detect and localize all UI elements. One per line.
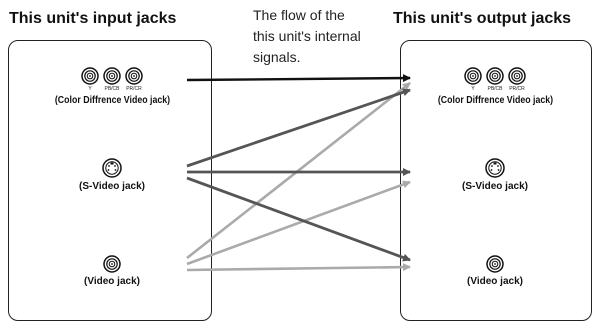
output-jack-pr: PR/CR: [508, 67, 526, 92]
arrow-video-to-svideo: [186, 180, 411, 266]
arrow-video-to-component: [186, 81, 411, 260]
svideo-jack-icon: [102, 158, 122, 178]
input-jacks-title: This unit's input jacks: [9, 10, 177, 27]
jack-sublabel: PR/CR: [509, 86, 525, 92]
jack-sublabel: PB/CB: [487, 86, 503, 92]
output-component-caption: (Color Diffrence Video jack): [437, 95, 553, 106]
input-jack-pr: PR/CR: [125, 67, 143, 92]
rca-jack-icon: [103, 67, 121, 85]
svideo-jack-icon: [485, 158, 505, 178]
input-jack-pb: PB/CB: [103, 67, 121, 92]
arrow-component-to-component: [186, 74, 411, 83]
arrow-svideo-to-video: [186, 176, 411, 262]
input-svideo-caption: (S-Video jack): [79, 181, 145, 192]
arrow-video-to-video: [186, 263, 411, 272]
rca-jack-icon: [81, 67, 99, 85]
jack-sublabel: Y: [471, 86, 475, 92]
output-component-jacks: Y PB/CB PR/CR (Color Diffrence Video jac…: [425, 67, 565, 106]
jack-sublabel: PR/CR: [126, 86, 142, 92]
input-jack-y: Y: [81, 67, 99, 92]
note-line: The flow of the: [253, 7, 345, 23]
input-component-jacks: Y PB/CB PR/CR (Color Diffrence Video jac…: [42, 67, 182, 106]
input-jacks-panel: [8, 40, 212, 321]
output-jack-y: Y: [464, 67, 482, 92]
output-jacks-title: This unit's output jacks: [393, 10, 572, 27]
rca-jack-icon: [486, 255, 504, 273]
output-svideo-caption: (S-Video jack): [462, 181, 528, 192]
output-jack-pb: PB/CB: [486, 67, 504, 92]
rca-jack-icon: [464, 67, 482, 85]
output-svideo-jack: (S-Video jack): [445, 158, 545, 192]
input-svideo-jack: (S-Video jack): [62, 158, 162, 192]
rca-jack-icon: [125, 67, 143, 85]
input-component-caption: (Color Diffrence Video jack): [54, 95, 170, 106]
signal-flow-note: The flow of the this unit's internal sig…: [253, 5, 383, 68]
output-video-jack: (Video jack): [455, 255, 535, 287]
jack-sublabel: PB/CB: [104, 86, 120, 92]
rca-jack-icon: [103, 255, 121, 273]
input-video-jack: (Video jack): [72, 255, 152, 287]
note-line: this unit's internal: [253, 28, 361, 44]
rca-jack-icon: [486, 67, 504, 85]
output-video-caption: (Video jack): [467, 276, 523, 287]
arrow-svideo-to-component: [186, 88, 411, 168]
rca-jack-icon: [508, 67, 526, 85]
output-jacks-panel: [400, 40, 592, 321]
input-video-caption: (Video jack): [84, 276, 140, 287]
jack-sublabel: Y: [88, 86, 92, 92]
note-line: signals.: [253, 49, 301, 65]
